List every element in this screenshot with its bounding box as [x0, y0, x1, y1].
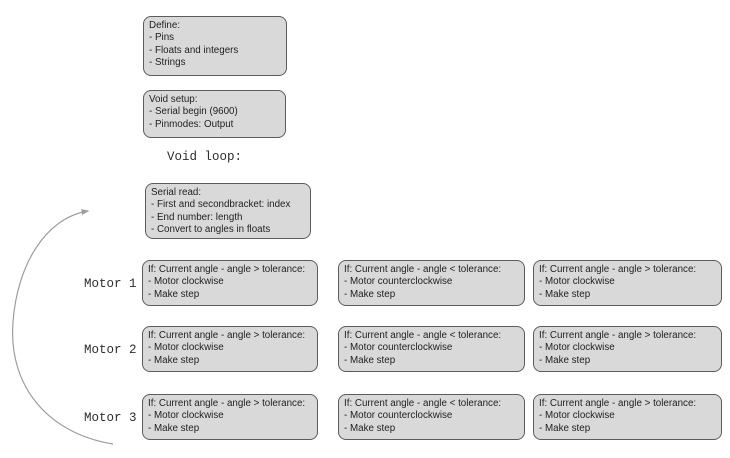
box-line: - First and secondbracket: index — [151, 199, 291, 211]
box-line: - Serial begin (9600) — [149, 106, 238, 118]
condition-box-motor3-clockwise-2: If: Current angle - angle > tolerance: -… — [533, 394, 722, 440]
condition-box-motor1-counterclockwise: If: Current angle - angle < tolerance: -… — [338, 260, 525, 306]
box-title: Define: — [149, 20, 181, 31]
box-title: If: Current angle - angle < tolerance: — [344, 330, 502, 341]
box-line: - Motor clockwise — [148, 410, 224, 422]
box-line: - Motor clockwise — [148, 276, 224, 288]
box-line: - Make step — [148, 288, 200, 300]
motor-2-label: Motor 2 — [84, 343, 137, 357]
motor-1-label: Motor 1 — [84, 277, 137, 291]
condition-box-motor3-clockwise: If: Current angle - angle > tolerance: -… — [142, 394, 318, 440]
void-loop-label: Void loop: — [167, 150, 243, 164]
box-title: If: Current angle - angle < tolerance: — [344, 264, 502, 275]
condition-box-motor1-clockwise-2: If: Current angle - angle > tolerance: -… — [533, 260, 722, 306]
box-line: - Strings — [149, 57, 186, 69]
box-line: - Motor clockwise — [539, 342, 615, 354]
condition-box-motor3-counterclockwise: If: Current angle - angle < tolerance: -… — [338, 394, 525, 440]
condition-box-motor1-clockwise: If: Current angle - angle > tolerance: -… — [142, 260, 318, 306]
box-title: If: Current angle - angle > tolerance: — [539, 398, 697, 409]
box-line: - Convert to angles in floats — [151, 224, 271, 236]
box-title: If: Current angle - angle > tolerance: — [148, 264, 306, 275]
flow-box-serial-read: Serial read: - First and secondbracket: … — [145, 183, 311, 239]
box-line: - Motor counterclockwise — [344, 410, 453, 422]
loop-arrow-path — [12, 209, 114, 445]
box-line: - Make step — [344, 422, 396, 434]
box-line: - Motor clockwise — [148, 342, 224, 354]
condition-box-motor2-clockwise: If: Current angle - angle > tolerance: -… — [142, 326, 318, 372]
condition-box-motor2-clockwise-2: If: Current angle - angle > tolerance: -… — [533, 326, 722, 372]
box-title: If: Current angle - angle < tolerance: — [344, 398, 502, 409]
box-line: - Make step — [344, 354, 396, 366]
box-line: - Motor counterclockwise — [344, 342, 453, 354]
box-title: Void setup: — [149, 94, 198, 105]
box-line: - Pinmodes: Output — [149, 118, 234, 130]
box-title: If: Current angle - angle > tolerance: — [148, 330, 306, 341]
flow-box-void-setup: Void setup: - Serial begin (9600) - Pinm… — [143, 90, 286, 138]
box-line: - Make step — [344, 288, 396, 300]
box-line: - Make step — [539, 354, 591, 366]
motor-3-label: Motor 3 — [84, 411, 137, 425]
box-title: Serial read: — [151, 187, 202, 198]
box-line: - End number: length — [151, 211, 243, 223]
condition-box-motor2-counterclockwise: If: Current angle - angle < tolerance: -… — [338, 326, 525, 372]
box-title: If: Current angle - angle > tolerance: — [539, 264, 697, 275]
box-line: - Floats and integers — [149, 44, 239, 56]
box-line: - Make step — [148, 354, 200, 366]
box-line: - Motor clockwise — [539, 410, 615, 422]
box-line: - Make step — [539, 288, 591, 300]
box-line: - Make step — [539, 422, 591, 434]
box-line: - Pins — [149, 32, 175, 44]
box-line: - Make step — [148, 422, 200, 434]
box-line: - Motor counterclockwise — [344, 276, 453, 288]
box-line: - Motor clockwise — [539, 276, 615, 288]
box-title: If: Current angle - angle > tolerance: — [148, 398, 306, 409]
flow-box-define: Define: - Pins - Floats and integers - S… — [143, 16, 287, 76]
box-title: If: Current angle - angle > tolerance: — [539, 330, 697, 341]
